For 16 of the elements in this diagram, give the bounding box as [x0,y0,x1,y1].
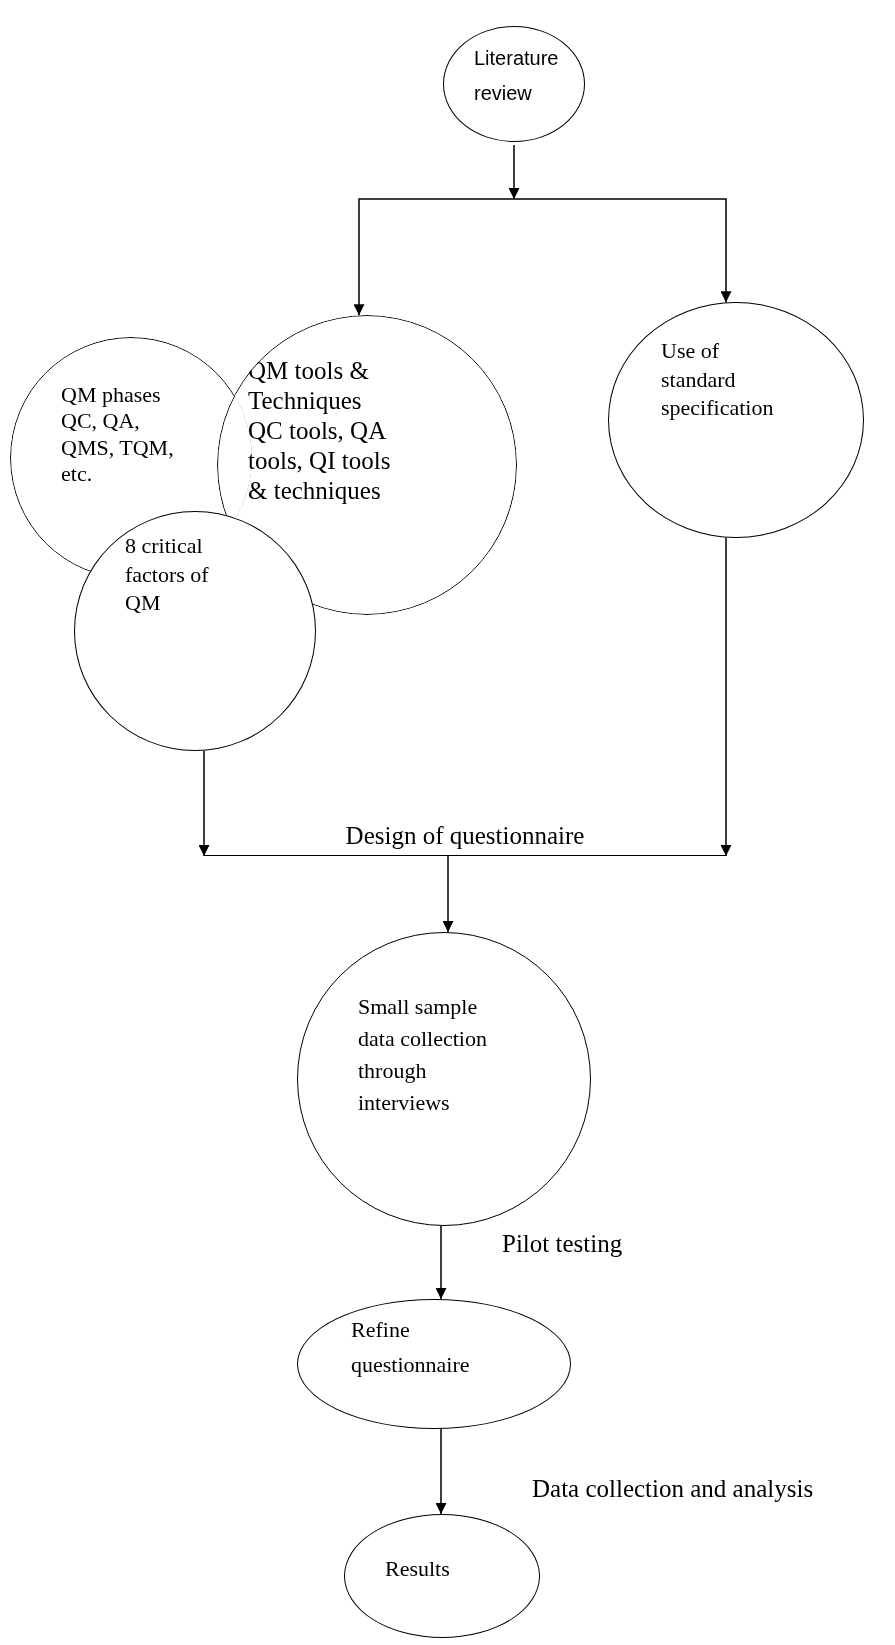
arrow [353,198,515,316]
node-text: Design of questionnaire [345,821,585,851]
node-text: Literature review [474,46,560,106]
node-text: Use of standard specification [661,337,775,423]
arrow [720,536,732,857]
node-text: Results [385,1555,451,1583]
node-text: Small sample data collection through interviews [358,993,488,1117]
arrow [442,855,454,933]
arrow [435,1428,447,1515]
node-text: Refine questionnaire [351,1316,471,1380]
arrow [508,144,520,200]
arrow [513,198,732,304]
node-text: QM phases QC, QA, QMS, TQM, etc. [61,382,175,488]
arrow [435,1225,447,1300]
arrow [198,749,210,857]
node-text: 8 critical factors of QM [125,532,210,618]
